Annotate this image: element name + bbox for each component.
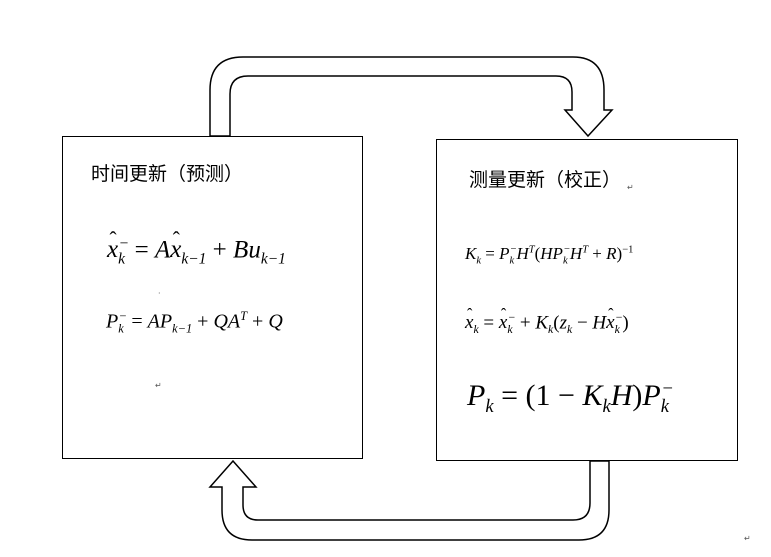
top-arrow-outer <box>209 56 614 138</box>
covariance-predict-equation: Pk− = APk−1 + QAT + Q <box>106 309 283 336</box>
measurement-update-title: 测量更新（校正）↵ <box>469 169 634 192</box>
paragraph-mark: ↵ <box>627 183 634 192</box>
measurement-update-box: 测量更新（校正）↵ Kk = Pk−HT(HPk−HT + R)−1 xk = … <box>436 139 738 461</box>
kalman-gain-equation: Kk = Pk−HT(HPk−HT + R)−1 <box>465 244 634 267</box>
paragraph-mark: ↵ <box>155 381 162 390</box>
state-predict-equation: xk− = Axk−1 + Buk−1 <box>107 227 286 268</box>
page-paragraph-mark: ↵ <box>744 534 751 543</box>
covariance-update-equation: Pk = (1 − KkH)Pk− <box>467 378 673 417</box>
state-update-equation: xk = xk− + Kk(zk − Hxk−) <box>465 306 629 337</box>
bottom-arrow-outer <box>208 459 610 541</box>
time-update-title: 时间更新（预测） <box>91 163 244 185</box>
time-update-box: 时间更新（预测） xk− = Axk−1 + Buk−1 · Pk− = APk… <box>62 136 363 459</box>
format-mark-dot: · <box>158 289 161 298</box>
